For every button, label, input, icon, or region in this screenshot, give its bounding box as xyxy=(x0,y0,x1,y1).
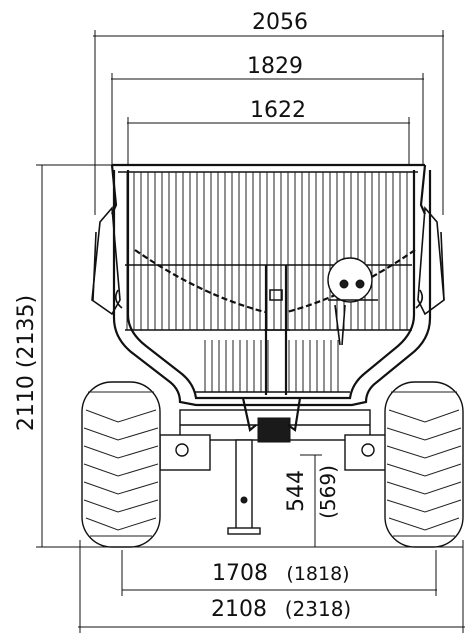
dim-overall-width: 2056 xyxy=(252,10,308,35)
trailer-body xyxy=(91,163,445,407)
right-wheel xyxy=(384,381,464,548)
rear-grid xyxy=(126,172,408,392)
dim-inner-width: 1622 xyxy=(250,98,306,123)
dimension-lines xyxy=(36,30,465,633)
dim-height: 2110 (2135) xyxy=(14,295,39,431)
axle-assembly xyxy=(159,397,396,535)
dim-outer-width-main: 2108 xyxy=(211,597,267,622)
dim-body-width: 1829 xyxy=(247,54,303,79)
dim-track-width-main: 1708 xyxy=(212,561,268,586)
dim-hitch-height-main: 544 xyxy=(284,470,309,512)
left-wheel xyxy=(81,381,161,548)
dim-track-width-alt: (1818) xyxy=(286,563,349,585)
dim-outer-width-alt: (2318) xyxy=(285,597,352,621)
dim-hitch-height-alt: (569) xyxy=(316,465,340,519)
